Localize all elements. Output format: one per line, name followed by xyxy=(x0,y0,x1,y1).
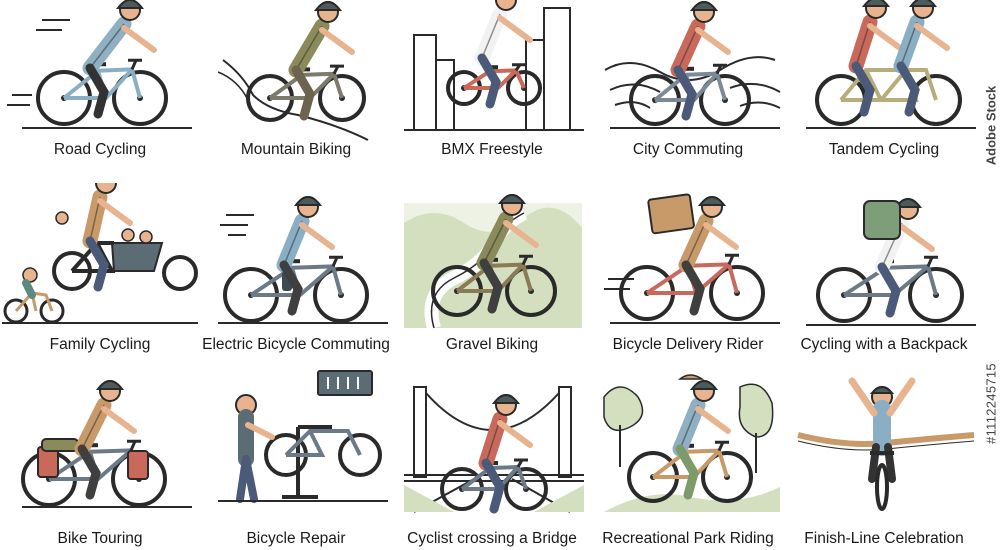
illustration-caption: Cyclist crossing a Bridge xyxy=(407,530,577,547)
road-cycling-illustration xyxy=(7,0,192,129)
illustration-caption: Cycling with a Backpack xyxy=(800,336,968,353)
electric-bicycle-illustration xyxy=(218,196,388,324)
illustration-cell: Bicycle Repair xyxy=(198,367,394,550)
family-cycling-illustration xyxy=(2,183,198,324)
mountain-biking-illustration xyxy=(217,1,369,141)
illustration-cell: Tandem Cycling xyxy=(786,0,982,183)
gravel-biking-illustration xyxy=(404,194,582,330)
illustration-caption: BMX Freestyle xyxy=(441,141,543,158)
illustration-cell: Recreational Park Riding xyxy=(590,367,786,550)
illustration-caption: Recreational Park Riding xyxy=(602,530,774,547)
illustration-caption: Gravel Biking xyxy=(445,336,539,353)
illustration-cell: Road Cycling xyxy=(2,0,198,183)
bike-touring-illustration xyxy=(21,380,192,508)
illustration-cell: Gravel Biking xyxy=(394,183,590,366)
delivery-rider-illustration xyxy=(604,193,780,324)
bmx-freestyle-illustration xyxy=(404,0,584,131)
illustration-caption: Tandem Cycling xyxy=(828,141,940,158)
illustration-caption: Family Cycling xyxy=(49,336,151,353)
watermark-asset-id: #1112245715 xyxy=(983,363,999,444)
illustration-cell: Electric Bicycle Commuting xyxy=(198,183,394,366)
illustration-caption: Mountain Biking xyxy=(240,141,352,158)
city-commuting-illustration xyxy=(604,1,781,129)
illustration-cell: Cyclist crossing a Bridge xyxy=(394,367,590,550)
bridge-crossing-illustration xyxy=(404,386,584,514)
illustration-cell: Mountain Biking xyxy=(198,0,394,183)
illustration-cell: Cycling with a Backpack xyxy=(786,183,982,366)
backpack-cycling-illustration xyxy=(806,198,976,326)
illustration-caption: Bicycle Delivery Rider xyxy=(612,336,764,353)
illustration-cell: City Commuting xyxy=(590,0,786,183)
illustration-cell: Bicycle Delivery Rider xyxy=(590,183,786,366)
illustration-caption: Electric Bicycle Commuting xyxy=(202,336,390,353)
illustration-cell: BMX Freestyle xyxy=(394,0,590,183)
illustration-caption: Finish-Line Celebration xyxy=(804,530,964,547)
park-riding-illustration xyxy=(603,374,780,512)
illustration-cell: Bike Touring xyxy=(2,367,198,550)
illustration-caption: Bicycle Repair xyxy=(246,530,346,547)
finish-line-illustration xyxy=(797,377,975,511)
illustration-cell: Family Cycling xyxy=(2,183,198,366)
illustration-caption: City Commuting xyxy=(632,141,744,158)
illustration-caption: Road Cycling xyxy=(53,141,147,158)
watermark-brand: Adobe Stock xyxy=(983,85,999,166)
tandem-cycling-illustration xyxy=(806,0,976,129)
bicycle-repair-illustration xyxy=(218,370,388,503)
illustration-cell: Finish-Line Celebration xyxy=(786,367,982,550)
illustration-caption: Bike Touring xyxy=(57,530,143,547)
